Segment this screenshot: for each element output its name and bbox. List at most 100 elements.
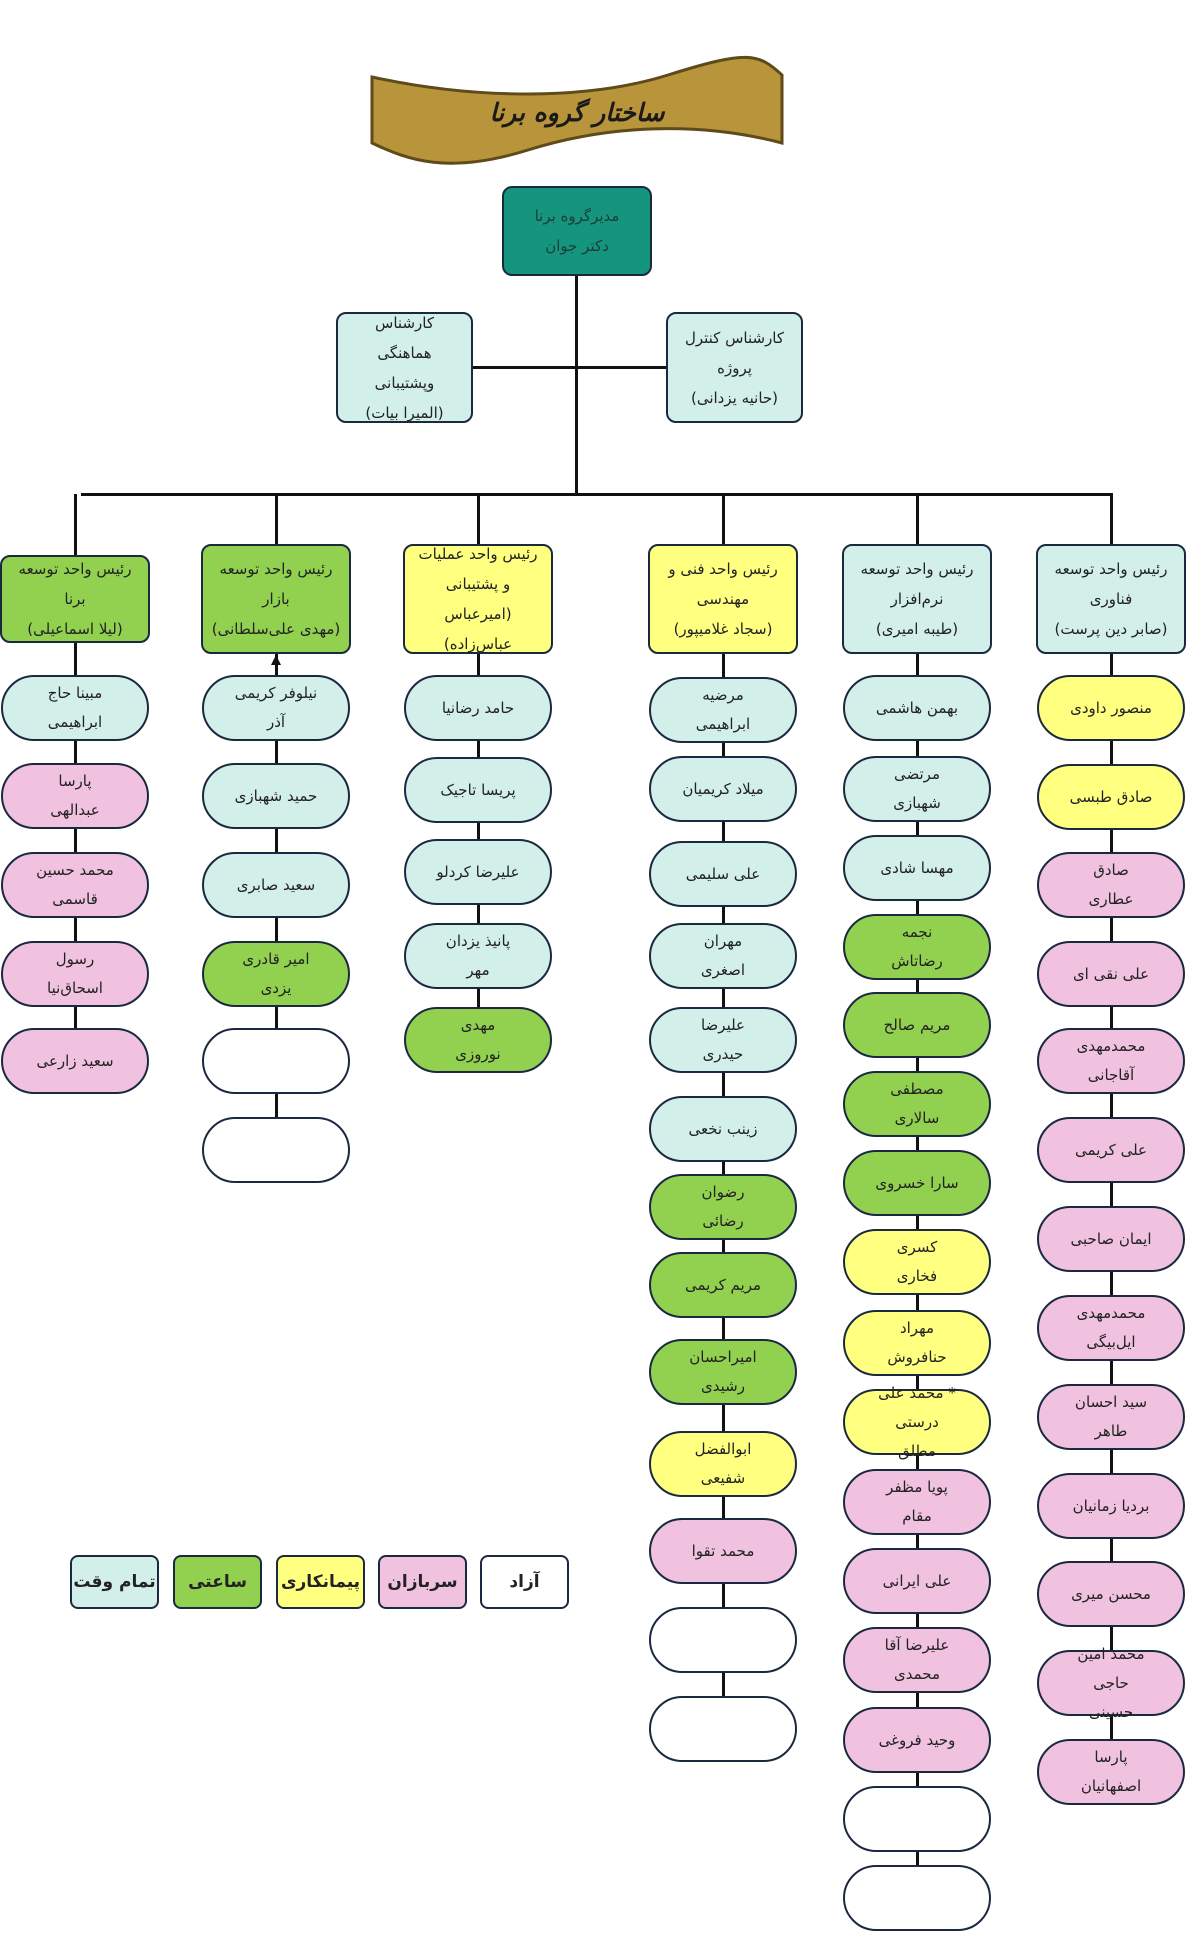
member-node[interactable]: محمد امین حاجی حسینی — [1037, 1645, 1185, 1721]
chart-title: ساختار گروه برنا — [489, 98, 665, 127]
member-name: علی ایرانی — [882, 1571, 952, 1590]
empty-member-node[interactable] — [202, 1117, 350, 1183]
member-node[interactable]: علی نقی ای — [1037, 941, 1185, 1007]
member-node[interactable]: مصطفی سالاری — [843, 1071, 991, 1137]
member-name: منصور داودی — [1070, 698, 1152, 717]
member-node[interactable]: مهران اصغری — [649, 923, 797, 989]
member-node[interactable]: علی سلیمی — [649, 841, 797, 907]
member-node[interactable]: نجمه رضاتاش — [843, 914, 991, 980]
member-node[interactable]: سعید صابری — [202, 852, 350, 918]
empty-member-node[interactable] — [843, 1865, 991, 1931]
unit-head-name: (مهدی علی‌سلطانی) — [211, 620, 341, 638]
unit-head-role: رئیس واحد عملیات و پشتیبانی — [418, 545, 538, 593]
unit-head-box[interactable]: رئیس واحد توسعه برنا(لیلا اسماعیلی) — [0, 555, 150, 643]
member-node[interactable]: مهسا شادی — [843, 835, 991, 901]
unit-head-box[interactable]: رئیس واحد توسعه نرم‌افزار(طیبه امیری) — [842, 544, 992, 654]
member-node[interactable]: منصور داودی — [1037, 675, 1185, 741]
unit-head-box[interactable]: رئیس واحد فنی و مهندسی(سجاد غلامیپور) — [648, 544, 798, 654]
member-node[interactable]: * محمد علی درستی مطلق — [843, 1384, 991, 1460]
unit-head-name: (امیرعباس عباس‌زاده) — [443, 605, 513, 653]
member-node[interactable]: ابوالفضل شفیعی — [649, 1431, 797, 1497]
unit-head-role: رئیس واحد توسعه بازار — [219, 560, 333, 608]
member-node[interactable]: امیر قادری یزدی — [202, 941, 350, 1007]
expert-role: کارشناس هماهنگی وپشتیبانی — [374, 313, 435, 392]
member-node[interactable]: رضوان رضائی — [649, 1174, 797, 1240]
member-name: صادق طبسی — [1069, 787, 1153, 806]
member-node[interactable]: مریم صالح — [843, 992, 991, 1058]
member-node[interactable]: محمدمهدی ایل‌بیگی — [1037, 1295, 1185, 1361]
member-node[interactable]: زینب نخعی — [649, 1096, 797, 1162]
member-node[interactable]: حمید شهبازی — [202, 763, 350, 829]
member-node[interactable]: مبینا حاج ابراهیمی — [1, 675, 149, 741]
member-name: پویا مظفر مقام — [886, 1478, 948, 1525]
member-node[interactable]: ایمان صاحبی — [1037, 1206, 1185, 1272]
member-node[interactable]: کسری فخاری — [843, 1229, 991, 1295]
member-node[interactable]: صادق عطاری — [1037, 852, 1185, 918]
empty-member-node[interactable] — [649, 1607, 797, 1673]
member-name: علیرضا حیدری — [700, 1016, 746, 1063]
empty-member-node[interactable] — [202, 1028, 350, 1094]
member-node[interactable]: مریم کریمی — [649, 1252, 797, 1318]
unit-head-name: (سجاد غلامیپور) — [673, 620, 773, 638]
member-node[interactable]: سید احسان طاهر — [1037, 1384, 1185, 1450]
member-node[interactable]: پریسا تاجیک — [404, 757, 552, 823]
member-node[interactable]: محسن میری — [1037, 1561, 1185, 1627]
member-name: مهسا شادی — [880, 858, 954, 877]
manager-box[interactable]: مدیرگروه برنا دکتر جوان — [502, 186, 652, 276]
expert-box-coordination[interactable]: کارشناس هماهنگی وپشتیبانی (المیرا بیات) — [336, 312, 473, 423]
expert-box-project-control[interactable]: کارشناس کنترل پروژه (حانیه یزدانی) — [666, 312, 803, 423]
member-name: سعید زارعی — [36, 1051, 114, 1070]
empty-member-node[interactable] — [843, 1786, 991, 1852]
member-name: ایمان صاحبی — [1070, 1229, 1152, 1248]
member-node[interactable]: علیرضا آقا محمدی — [843, 1627, 991, 1693]
member-name: زینب نخعی — [688, 1119, 758, 1138]
member-name: امیر قادری یزدی — [242, 950, 310, 997]
member-node[interactable]: پویا مظفر مقام — [843, 1469, 991, 1535]
member-node[interactable]: مرضیه ابراهیمی — [649, 677, 797, 743]
member-node[interactable]: رسول اسحاق‌نیا — [1, 941, 149, 1007]
member-node[interactable]: میلاد کریمیان — [649, 756, 797, 822]
member-node[interactable]: مهراد حنافروش — [843, 1310, 991, 1376]
member-name: نیلوفر کریمی آذر — [234, 684, 318, 731]
legend-item-contract: پیمانکاری — [276, 1555, 365, 1609]
member-node[interactable]: امیراحسان رشیدی — [649, 1339, 797, 1405]
member-node[interactable]: پارسا اصفهانیان — [1037, 1739, 1185, 1805]
manager-role: مدیرگروه برنا — [534, 207, 620, 225]
connector — [81, 493, 1113, 496]
member-name: محمد حسین قاسمی — [36, 861, 114, 908]
member-name: رسول اسحاق‌نیا — [47, 950, 103, 997]
member-node[interactable]: بردیا زمانیان — [1037, 1473, 1185, 1539]
member-name: مریم کریمی — [685, 1275, 762, 1294]
unit-head-box[interactable]: رئیس واحد توسعه فناوری(صابر دین پرست) — [1036, 544, 1186, 654]
member-name: سعید صابری — [236, 875, 316, 894]
member-node[interactable]: حامد رضانیا — [404, 675, 552, 741]
member-name: بردیا زمانیان — [1072, 1496, 1150, 1515]
member-node[interactable]: سعید زارعی — [1, 1028, 149, 1094]
member-node[interactable]: علیرضا حیدری — [649, 1007, 797, 1073]
title-banner — [370, 55, 784, 165]
member-name: پریسا تاجیک — [440, 780, 516, 799]
unit-head-box[interactable]: رئیس واحد عملیات و پشتیبانی (امیرعباس عبا… — [403, 544, 553, 654]
member-node[interactable]: بهمن هاشمی — [843, 675, 991, 741]
member-node[interactable]: محمد تقوا — [649, 1518, 797, 1584]
member-name: رضوان رضائی — [701, 1183, 745, 1230]
member-name: مهدی نوروزی — [455, 1016, 501, 1063]
member-node[interactable]: سارا خسروی — [843, 1150, 991, 1216]
member-node[interactable]: علیرضا کردلو — [404, 839, 552, 905]
member-node[interactable]: صادق طبسی — [1037, 764, 1185, 830]
member-node[interactable]: پارسا عبدالهی — [1, 763, 149, 829]
empty-member-node[interactable] — [649, 1696, 797, 1762]
member-node[interactable]: نیلوفر کریمی آذر — [202, 675, 350, 741]
member-name: ابوالفضل شفیعی — [694, 1440, 752, 1487]
member-node[interactable]: علی ایرانی — [843, 1548, 991, 1614]
member-node[interactable]: وحید فروغی — [843, 1707, 991, 1773]
member-node[interactable]: محمدمهدی آقاجانی — [1037, 1028, 1185, 1094]
unit-head-box[interactable]: رئیس واحد توسعه بازار (مهدی علی‌سلطانی) — [201, 544, 351, 654]
member-node[interactable]: مهدی نوروزی — [404, 1007, 552, 1073]
member-node[interactable]: پانیذ یزدان مهر — [404, 923, 552, 989]
member-node[interactable]: محمد حسین قاسمی — [1, 852, 149, 918]
member-node[interactable]: مرتضی شهبازی — [843, 756, 991, 822]
member-name: حمید شهبازی — [234, 786, 318, 805]
member-name: میلاد کریمیان — [682, 779, 764, 798]
member-node[interactable]: علی کریمی — [1037, 1117, 1185, 1183]
